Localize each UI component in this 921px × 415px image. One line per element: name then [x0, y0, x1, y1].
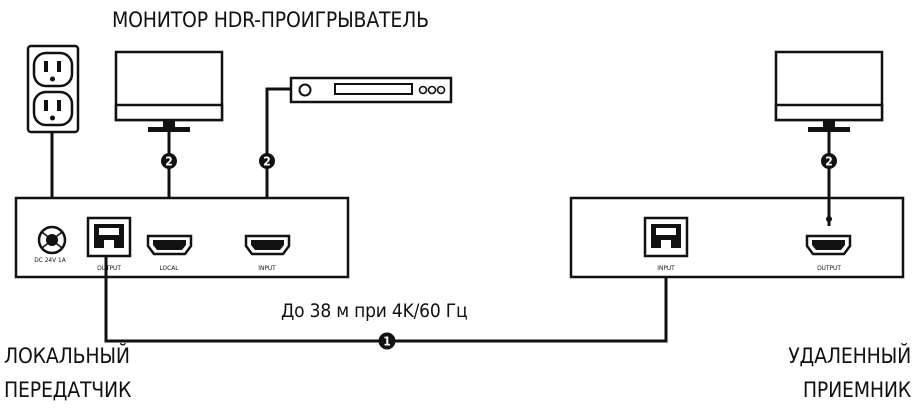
hdmi-local-port-icon — [146, 234, 193, 256]
hdmi-cable-marker: 2 — [259, 153, 275, 169]
rj45-output-port-icon — [86, 216, 132, 258]
receiver-input-port-label: INPUT — [657, 264, 675, 272]
svg-text:2: 2 — [165, 155, 173, 169]
receiver-label-line2: ПРИЕМНИК — [802, 378, 911, 402]
hdmi-output-port-icon — [805, 234, 852, 256]
hdbaset-cable-marker: 1 — [378, 332, 396, 350]
hdmi-cable-marker: 2 — [821, 153, 837, 169]
receiver-label-line1: УДАЛЕННЫЙ — [788, 344, 911, 368]
transmitter-label-line1: ЛОКАЛЬНЫЙ — [4, 344, 130, 368]
svg-text:2: 2 — [825, 155, 833, 169]
receiver-output-port-label: OUTPUT — [817, 264, 841, 272]
power-port-label: DC 24V 1A — [34, 256, 65, 264]
output-port-label: OUTPUT — [97, 264, 121, 272]
local-monitor-icon — [114, 50, 224, 132]
rj45-input-port-icon — [643, 216, 689, 258]
transmitter-label-line2: ПЕРЕДАТЧИК — [4, 378, 132, 402]
svg-text:2: 2 — [263, 155, 271, 169]
dc-power-jack-icon — [37, 225, 67, 255]
power-outlet-icon — [26, 44, 80, 134]
svg-text:1: 1 — [383, 335, 391, 349]
remote-monitor-icon — [774, 50, 884, 132]
distance-label: До 38 м при 4K/60 Гц — [281, 300, 468, 322]
hdmi-cable-player — [265, 87, 291, 226]
hdr-player-icon — [289, 76, 453, 104]
diagram-title: МОНИТОР HDR-ПРОИГРЫВАТЕЛЬ — [112, 8, 429, 32]
hdmi-cable-marker: 2 — [161, 153, 177, 169]
hdmi-input-port-icon — [244, 234, 291, 256]
input-port-label: INPUT — [258, 264, 276, 272]
local-port-label: LOCAL — [160, 264, 180, 272]
receiver-box — [569, 196, 905, 279]
